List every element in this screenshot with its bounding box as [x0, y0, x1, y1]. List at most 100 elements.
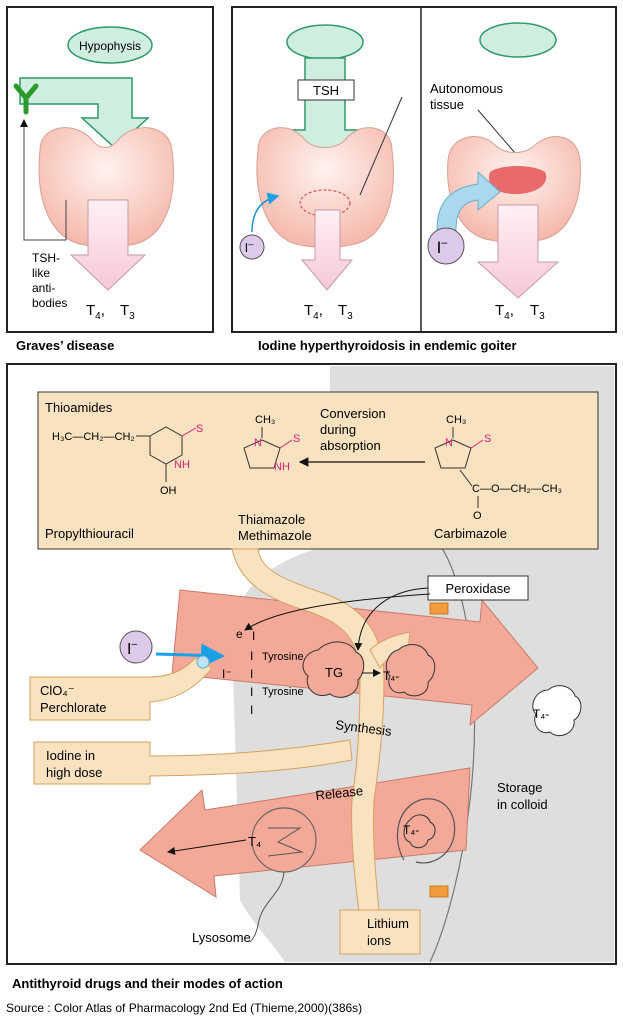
- iodide-uptake-arrow-large: [436, 170, 501, 231]
- t3-label: T3: [530, 302, 545, 322]
- carbimazole-ester: C—O—CH₂—CH₃: [472, 483, 562, 495]
- iodine-label-3: I: [250, 667, 253, 681]
- thyroid-gland-normal: [256, 127, 394, 248]
- t4-vesicle-label: T₄-: [403, 823, 419, 837]
- drug-structures-box: [37, 391, 599, 550]
- hormone-output-arrow-large: [476, 204, 560, 299]
- peroxidase-arrow-2: [244, 593, 431, 631]
- bond: [279, 439, 293, 449]
- conversion-label-1: Conversion: [320, 406, 386, 421]
- carbimazole-ring: [434, 439, 472, 469]
- tyrosine-label-2: Tyrosine: [262, 686, 304, 698]
- iodide-intracellular: I⁻: [222, 667, 232, 681]
- antibody-label-1: TSH-: [32, 251, 60, 265]
- iodide-transport-arrow: [155, 643, 225, 668]
- ptu-chain: H₃C—CH₂—CH₂: [52, 431, 135, 443]
- thiamazole-name: Thiamazole: [238, 512, 305, 527]
- tight-junction-top: [429, 602, 449, 615]
- ptu-s-label: S: [196, 423, 203, 435]
- tsh-box: [297, 79, 355, 101]
- thiamazole-ch3: CH₃: [255, 414, 275, 426]
- panel-iodine: TSH I– T4, T3 Autonomous tissue I– T4, T…: [231, 6, 617, 333]
- iodine-label-4: I: [250, 685, 253, 699]
- lysosome-label: Lysosome: [192, 930, 251, 945]
- iodide-icon: [427, 227, 465, 265]
- lysosome-pointer: [249, 871, 285, 943]
- autonomous-pointer-left: [359, 96, 403, 196]
- electron-label: e: [236, 627, 243, 641]
- iodide-icon: [239, 234, 265, 260]
- endocytosis-vesicle: [396, 798, 456, 864]
- panel-graves: Hypophysis TSH- like anti- bodies T4, T3: [6, 6, 214, 333]
- release-label: Release: [315, 783, 364, 803]
- bond: [470, 439, 484, 449]
- iodide-label: I–: [437, 237, 449, 257]
- carbimazole-name: Carbimazole: [434, 526, 507, 541]
- receptor-icon: [13, 83, 39, 115]
- stimulation-arrow: [19, 77, 150, 150]
- iodide-icon: [119, 630, 153, 664]
- iodide-label: I–: [245, 239, 254, 255]
- peroxidase-box: [427, 575, 529, 601]
- autonomous-label-2: tissue: [430, 97, 464, 112]
- t4-label: T4,: [495, 302, 514, 322]
- thyroid-gland: [38, 127, 174, 248]
- t4-label: T4,: [86, 302, 105, 322]
- t4-label: T4,: [304, 302, 323, 322]
- pituitary-shape-suppressed: [479, 22, 557, 58]
- lithium-label-2: ions: [367, 933, 391, 948]
- lysosome-contents: [267, 827, 304, 857]
- peroxidase-arrow-1: [354, 587, 429, 651]
- peroxidase-label: Peroxidase: [445, 581, 510, 596]
- carbimazole-ch3: CH₃: [446, 414, 466, 426]
- thioamides-title: Thioamides: [45, 400, 113, 415]
- tg-label: TG: [325, 665, 343, 680]
- thiamazole-ring: [243, 439, 281, 469]
- antibody-label-2: like: [32, 266, 50, 280]
- iodine-label-5: I: [250, 703, 253, 717]
- iodine-label-1: I: [252, 629, 255, 643]
- ptu-oh-label: OH: [160, 485, 177, 497]
- ptu-nh-label: NH: [174, 459, 190, 471]
- carbimazole-s: S: [484, 433, 491, 445]
- bond: [459, 469, 473, 487]
- storage-label-2: in colloid: [497, 797, 548, 812]
- iodide-uptake-arrow: [251, 192, 280, 233]
- iodine-label-2: I: [250, 649, 253, 663]
- caption-main: Antithyroid drugs and their modes of act…: [12, 976, 283, 991]
- perchlorate-label: Perchlorate: [40, 700, 106, 715]
- t3-label: T3: [120, 302, 135, 322]
- bond: [181, 427, 197, 437]
- ptu-ring: [149, 426, 183, 465]
- antibody-label-4: bodies: [32, 296, 67, 310]
- caption-graves: Graves’ disease: [16, 338, 114, 353]
- t4-storage-label: T₄-: [533, 707, 549, 721]
- lysosome-shape: [251, 807, 317, 873]
- methimazole-name: Methimazole: [238, 528, 312, 543]
- thiamazole-nh: NH: [274, 461, 290, 473]
- t4-lysosome-label: T₄: [248, 834, 261, 849]
- perchlorate-formula: ClO₄⁻: [40, 683, 75, 698]
- t4-release-arrow: [167, 839, 247, 855]
- carbimazole-o: O: [473, 510, 482, 522]
- iodine-high-dose-box: [33, 739, 353, 785]
- t4-thyroglobulin-icon: [385, 644, 436, 697]
- iodide-label: I–: [127, 639, 137, 658]
- tsh-label: TSH: [313, 83, 339, 98]
- t4-synthesis-label: T₄-: [383, 669, 399, 683]
- synthesis-label: Synthesis: [335, 717, 393, 739]
- pituitary-shape: [286, 24, 364, 60]
- conversion-label-2: during: [320, 422, 356, 437]
- thiamazole-n: N: [254, 437, 262, 449]
- source-line: Source : Color Atlas of Pharmacology 2nd…: [6, 1001, 362, 1015]
- panel-main: Thioamides H₃C—CH₂—CH₂ S NH OH CH₃ N NH …: [6, 363, 617, 965]
- caption-iodine: Iodine hyperthyroidosis in endemic goite…: [258, 338, 517, 353]
- hypophysis-shape: [67, 26, 153, 64]
- tyrosine-label-1: Tyrosine: [262, 651, 304, 663]
- hypophysis-label: Hypophysis: [79, 39, 141, 53]
- lithium-label-1: Lithium: [367, 916, 409, 931]
- vesicle-t4-icon: [403, 814, 436, 849]
- thyroglobulin-icon: [302, 641, 365, 698]
- lithium-box: [339, 909, 421, 955]
- carbimazole-n: N: [445, 437, 453, 449]
